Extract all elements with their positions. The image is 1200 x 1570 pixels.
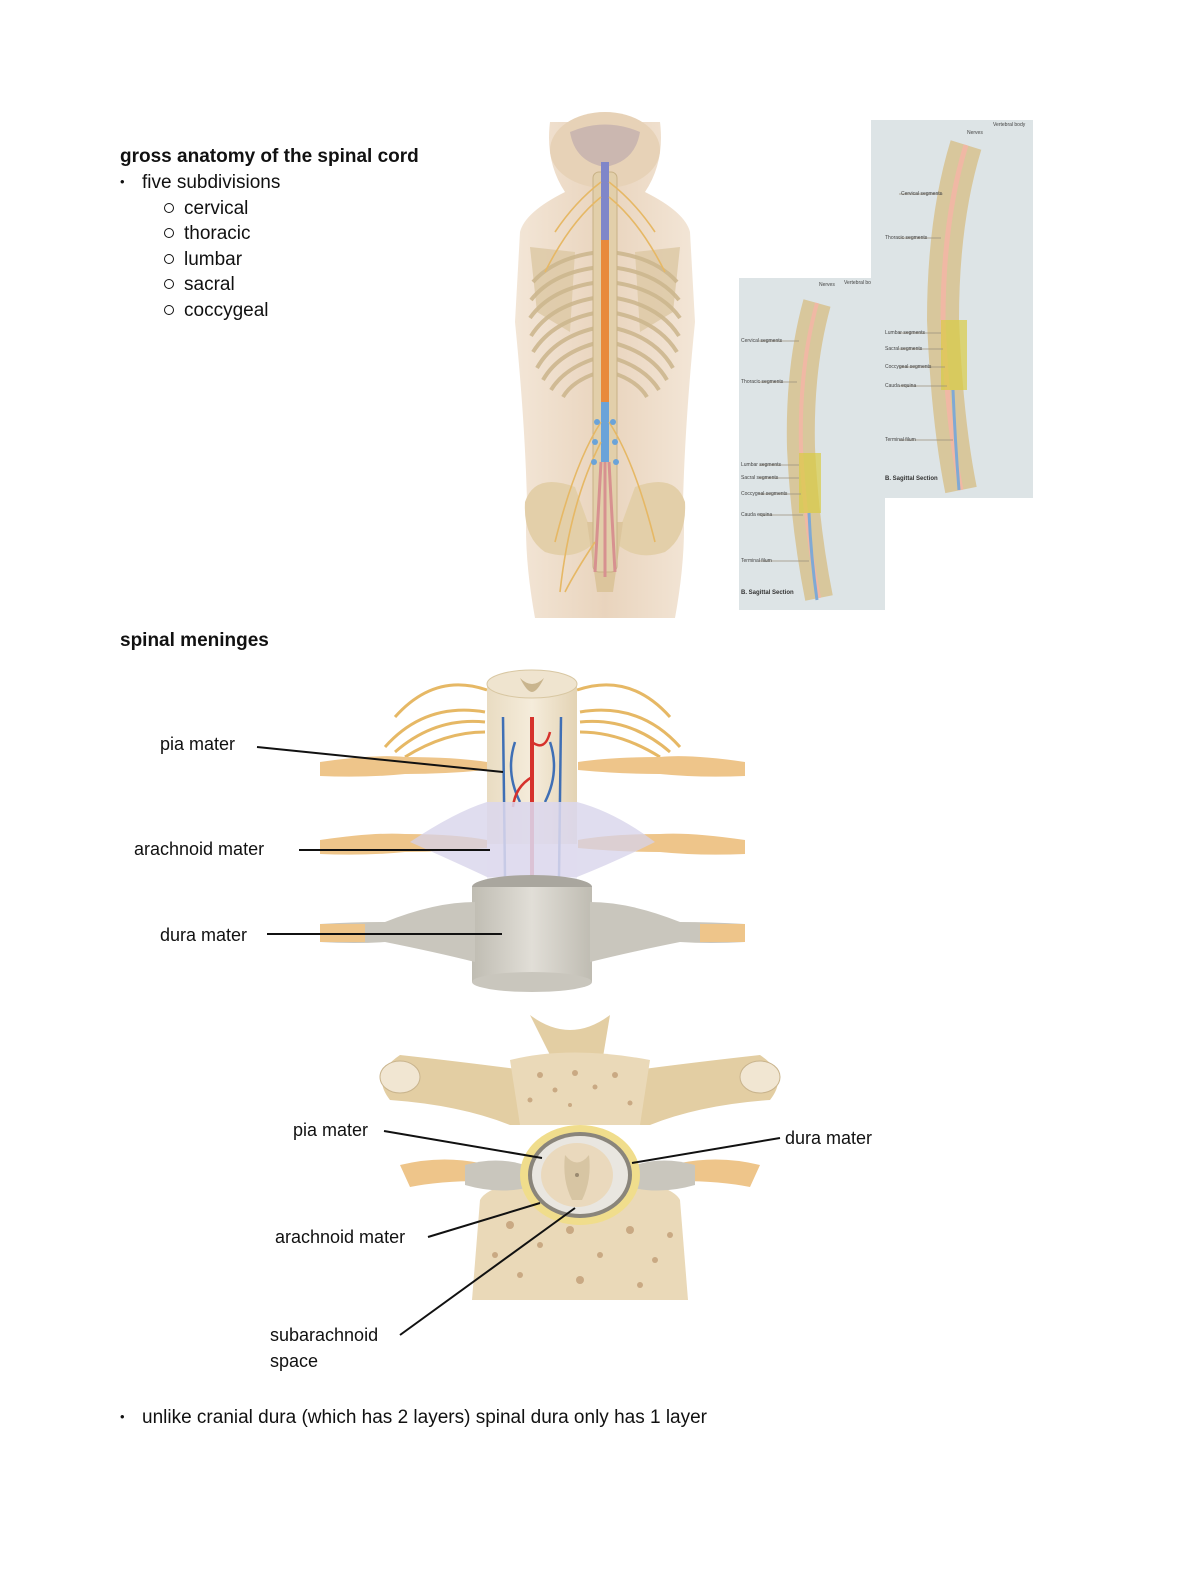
bullet-text: five subdivisions [142, 172, 281, 193]
header-label: Nerves [967, 130, 983, 136]
region-label: Sacral segments [741, 475, 779, 481]
sagittal-section-photo-icon [899, 140, 982, 494]
sagittal-section-photo-large: Nerves Vertebral body Cervical segments … [871, 120, 1033, 498]
meninges-layers-illustration-icon [256, 669, 745, 992]
region-label: Sacral segments [885, 346, 923, 352]
label-dura-mater: dura mater [160, 925, 248, 945]
region-label: Cauda equina [741, 512, 773, 518]
region-label: Cauda equina [885, 383, 917, 389]
region-label: Thoracic segments [885, 235, 928, 241]
list-item: coccygeal [164, 298, 269, 323]
header-label: Vertebral body [844, 280, 877, 286]
label-dura-mater-cross: dura mater [785, 1128, 873, 1148]
circle-bullet-icon [164, 279, 174, 290]
sagittal-section-photo-small: Nerves Vertebral body Cervical segments … [739, 278, 885, 610]
region-label: Coccygeal segments [885, 364, 932, 370]
list-item: lumbar [164, 247, 269, 272]
spinal-cord-posterior-illustration-icon [515, 112, 695, 618]
figure-caption: B. Sagittal Section [741, 590, 794, 596]
region-label: Lumbar segments [741, 462, 782, 468]
circle-bullet-icon [164, 228, 174, 239]
label-subarachnoid-space-line1: subarachnoid [270, 1325, 379, 1345]
region-label: Thoracic segments [741, 379, 784, 385]
bullet-icon: • [120, 1409, 125, 1424]
region-label: Cervical segments [901, 191, 943, 197]
circle-bullet-icon [164, 203, 174, 213]
list-item: cervical [164, 196, 269, 221]
header-label: Vertebral body [993, 122, 1026, 128]
subdivision-list: cervical thoracic lumbar sacral coccygea… [164, 196, 269, 323]
region-label: Terminal filum [885, 437, 916, 443]
bullet-five-subdivisions: • five subdivisions [120, 172, 280, 194]
region-label: Coccygeal segments [741, 491, 788, 497]
region-label: Terminal filum [741, 558, 772, 564]
header-label: Nerves [819, 282, 835, 288]
circle-bullet-icon [164, 304, 174, 315]
label-arachnoid-mater-cross: arachnoid mater [275, 1227, 406, 1247]
section-heading-spinal-meninges: spinal meninges [120, 630, 269, 651]
figure-caption: B. Sagittal Section [885, 476, 938, 482]
bullet-icon: • [120, 174, 125, 189]
region-label: Cervical segments [741, 338, 783, 344]
list-item: thoracic [164, 221, 269, 246]
sagittal-section-photo-icon [759, 299, 833, 601]
section-heading-gross-anatomy: gross anatomy of the spinal cord [120, 146, 419, 167]
label-arachnoid-mater: arachnoid mater [134, 839, 265, 859]
label-pia-mater-cross: pia mater [293, 1120, 369, 1140]
bullet-spinal-dura-note: • unlike cranial dura (which has 2 layers… [120, 1407, 707, 1429]
label-subarachnoid-space-line2: space [270, 1351, 319, 1371]
circle-bullet-icon [164, 253, 174, 264]
vertebra-cross-section-illustration-icon [379, 1015, 781, 1336]
list-item: sacral [164, 272, 269, 297]
region-label: Lumbar segments [885, 330, 926, 336]
label-pia-mater: pia mater [160, 734, 236, 754]
bullet-text: unlike cranial dura (which has 2 layers)… [142, 1407, 708, 1428]
